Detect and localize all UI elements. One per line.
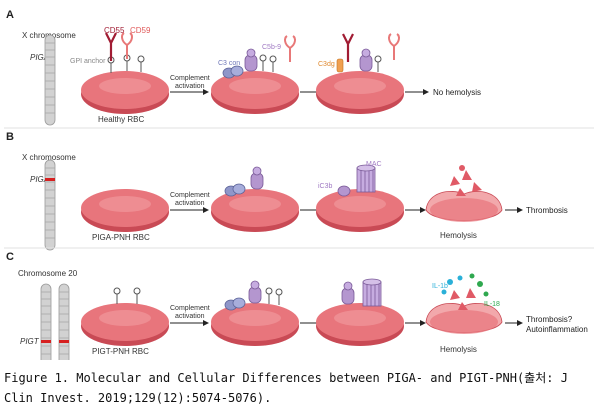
panel-c-il18-label: IL-18: [484, 301, 500, 308]
panel-b-released-fragments: [450, 165, 482, 196]
panel-a-gpi-anchor-label: GPI anchor: [70, 58, 106, 65]
panel-c-il18-particles: [469, 273, 489, 297]
panel-a-outcome: No hemolysis: [433, 88, 481, 97]
panel-a-cd55-label: CD55: [104, 26, 125, 35]
panel-a-activation-line1: Complement: [170, 75, 210, 82]
panel-a-gene-label: PIGA: [30, 53, 49, 62]
panel-b-gene-label: PIGA: [30, 175, 49, 184]
panel-a-activation-line2: activation: [175, 83, 205, 90]
panel-a-chromosome: [44, 34, 56, 126]
panel-a-rbc-2: [211, 48, 299, 114]
panel-a-c5b9-label: C5b-9: [262, 44, 281, 51]
panel-a-rbc-3: [316, 48, 404, 114]
panel-b-rbc-3: [316, 164, 404, 232]
panel-b-outcome: Thrombosis: [526, 206, 568, 215]
panel-c-chromosome-label: Chromosome 20: [18, 269, 78, 278]
panel-b-lysed-rbc: [425, 165, 503, 223]
panel-c-outcome-line2: Autoinflammation: [526, 325, 588, 334]
panel-c-outcome-line1: Thrombosis?: [526, 315, 573, 324]
panel-c-rbc-label: PIGT-PNH RBC: [92, 347, 149, 356]
panel-b-pnh-rbc: [81, 189, 169, 232]
panel-c: C Chromosome 20 PIGT PIGT-PNH RBC Comple…: [6, 251, 588, 360]
panel-c-activation-line1: Complement: [170, 305, 210, 312]
panel-a-c3con-label: C3 con: [218, 60, 240, 67]
panel-c-rbc-3: [316, 278, 404, 346]
panel-c-il1b-label: IL-1b: [432, 283, 448, 290]
panel-b-chromosome-label: X chromosome: [22, 153, 76, 162]
panel-c-lysed-rbc: [425, 273, 503, 335]
panel-a-rbc3-cd55-receptor: [342, 33, 354, 62]
panel-a-cd59-receptor: [121, 32, 133, 59]
panel-b-activation-line2: activation: [175, 200, 205, 207]
panel-b-ic3b-label: iC3b: [318, 183, 333, 190]
panel-a-c3dg-label: C3dg: [318, 61, 335, 68]
panel-b-chromosome: [44, 159, 56, 251]
panel-c-il1b-particles: [441, 275, 463, 295]
panel-b-mutation-band: [45, 178, 55, 181]
pnh-mechanism-figure: A X chromosome PIGA CD55 CD59 GPI anchor…: [4, 9, 594, 360]
panel-c-chromosome-right: [58, 283, 70, 360]
panel-c-pnh-rbc: [81, 287, 169, 346]
figure-caption-line1: Figure 1. Molecular and Cellular Differe…: [4, 371, 568, 385]
panel-a-rbc3-cd59-receptor: [388, 33, 400, 60]
panel-c-mac-pore: [362, 278, 382, 307]
panel-b-mac-pore: [356, 164, 376, 193]
figure-caption-line2: Clin Invest. 2019;129(12):5074-5076).: [4, 391, 272, 405]
panel-c-mutation-band-left: [41, 340, 51, 343]
panel-a-cd59-label: CD59: [130, 26, 151, 35]
panel-b-mac-label: MAC: [366, 161, 382, 168]
panel-a-letter: A: [6, 9, 14, 21]
panel-c-activation-line2: activation: [175, 313, 205, 320]
panel-c-gene-label: PIGT: [20, 337, 40, 346]
figure-caption: Figure 1. Molecular and Cellular Differe…: [4, 368, 594, 408]
panel-c-mutation-band-right: [59, 340, 69, 343]
panel-a-c3dg-deposit: [336, 58, 344, 73]
panel-b-letter: B: [6, 131, 14, 143]
panel-a: A X chromosome PIGA CD55 CD59 GPI anchor…: [6, 9, 481, 126]
panel-c-chromosome-left: [40, 283, 52, 360]
panel-b-rbc-label: PIGA-PNH RBC: [92, 233, 150, 242]
panel-b-hemolysis-label: Hemolysis: [440, 231, 477, 240]
panel-b-rbc-2: [211, 166, 299, 232]
panel-b-ic3b-deposit: [337, 185, 351, 197]
panel-c-rbc-2: [211, 280, 299, 346]
panel-b-activation-line1: Complement: [170, 192, 210, 199]
panel-a-cd55-receptor: [105, 32, 117, 61]
panel-b: B X chromosome PIGA PIGA-PNH RBC Complem…: [6, 131, 568, 251]
panel-a-rbc2-cd59-receptor: [284, 35, 296, 62]
panel-c-hemolysis-label: Hemolysis: [440, 345, 477, 354]
panel-c-released-fragments: [450, 288, 476, 310]
panel-c-letter: C: [6, 251, 14, 263]
panel-a-rbc-label: Healthy RBC: [98, 115, 144, 124]
